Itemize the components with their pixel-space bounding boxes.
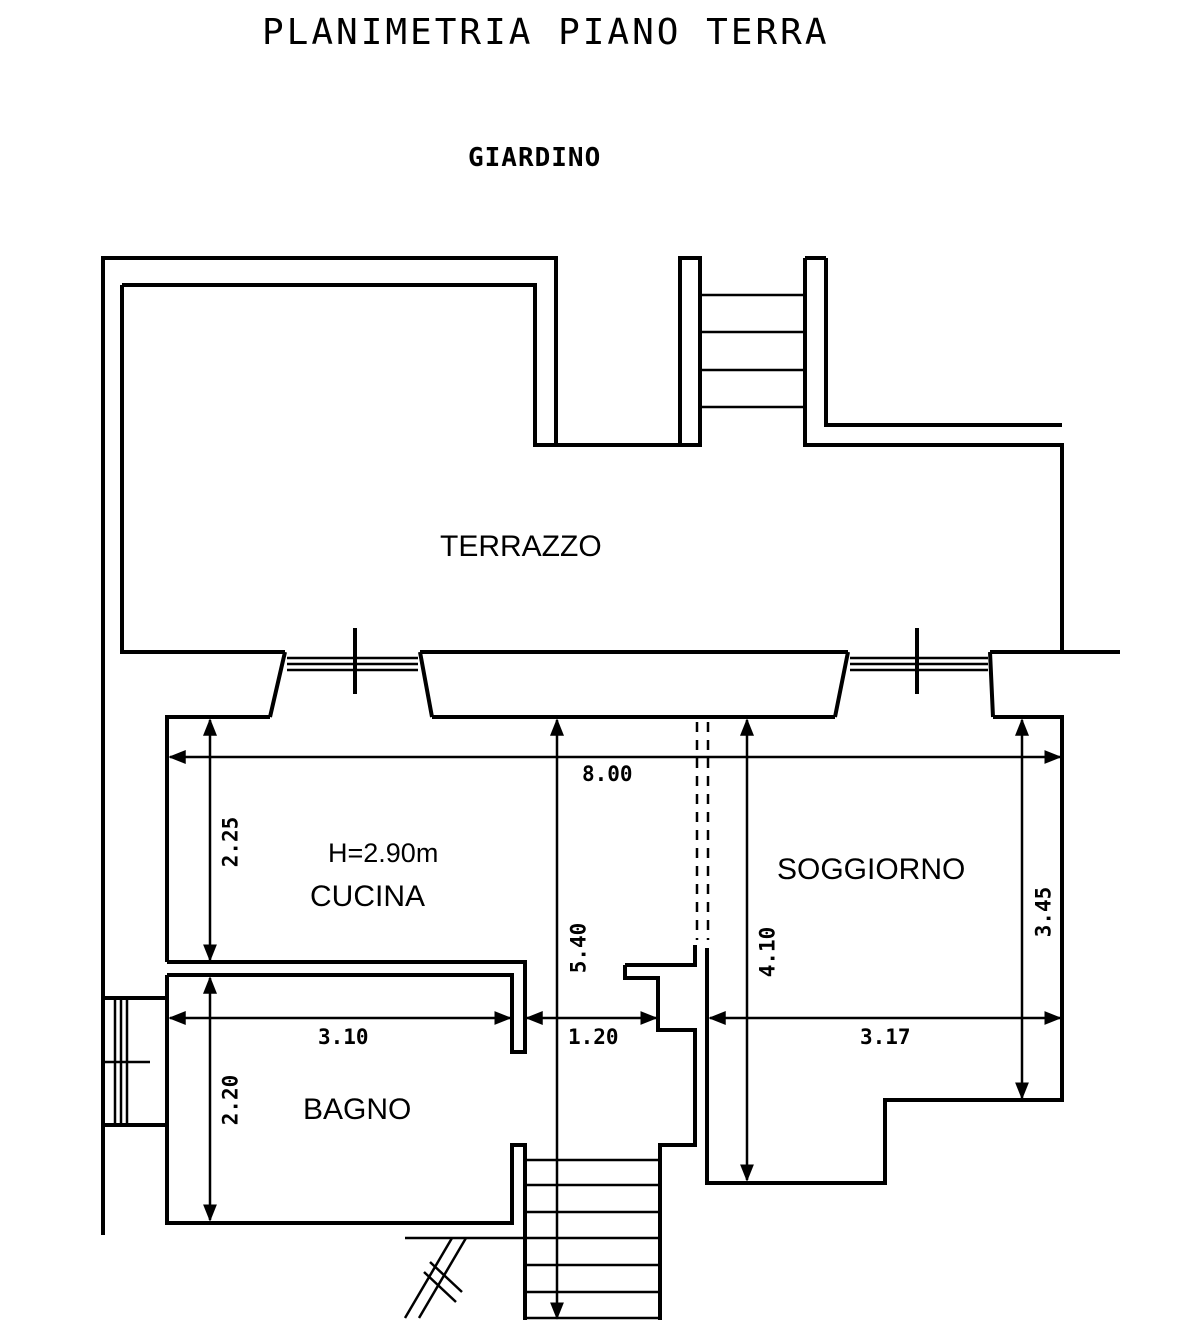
dim-kitchen-depth: 2.25 (218, 816, 243, 868)
ceiling-height-label: H=2.90m (328, 838, 439, 868)
dim-bathroom-width: 3.10 (318, 1025, 369, 1049)
terrace-outline (122, 258, 1064, 652)
terrace-step-right (833, 628, 995, 718)
plan-title: PLANIMETRIA PIANO TERRA (262, 12, 830, 53)
bathroom-label: BAGNO (303, 1093, 412, 1126)
dimension-lines (168, 718, 1062, 1320)
dim-living-depth-long: 4.10 (755, 926, 780, 978)
entrance-stairs (403, 1158, 660, 1320)
terrace-outline-lower (120, 285, 1120, 654)
garden-stairs (680, 256, 826, 445)
dim-corridor-width: 1.20 (568, 1025, 619, 1049)
dim-central-depth: 5.40 (566, 922, 591, 974)
garden-label: GIARDINO (468, 143, 602, 173)
dim-living-width: 3.17 (860, 1025, 911, 1049)
terrace-right-wall (824, 258, 1062, 427)
dim-total-width: 8.00 (582, 762, 633, 786)
living-room-label: SOGGIORNO (777, 853, 966, 886)
terrace-label: TERRAZZO (440, 530, 602, 563)
property-boundary-line (101, 256, 700, 1235)
terrace-step-left (268, 628, 434, 718)
kitchen-label: CUCINA (310, 880, 426, 913)
central-core-wall (623, 945, 697, 1320)
house-outer-wall (165, 715, 1064, 1320)
dim-bathroom-depth: 2.20 (218, 1074, 243, 1126)
bathroom-window (103, 996, 167, 1127)
kitchen-bath-partition (167, 960, 527, 1054)
sliding-partition (695, 722, 710, 940)
dim-living-depth-short: 3.45 (1031, 886, 1056, 938)
